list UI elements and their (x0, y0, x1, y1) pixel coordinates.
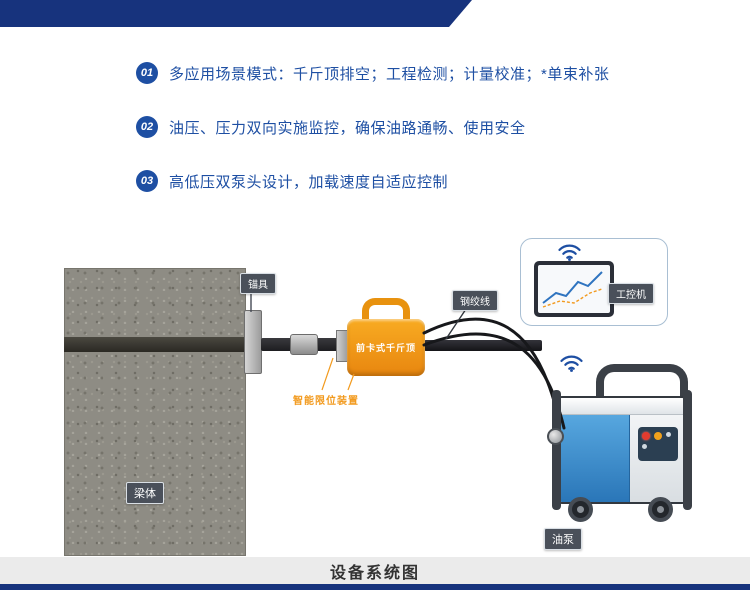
pump-control-panel (637, 427, 678, 461)
pump-tank (558, 415, 630, 502)
wifi-signal-icon (560, 355, 583, 372)
jack-label: 前卡式千斤顶 (355, 343, 416, 353)
coupler (290, 334, 318, 355)
oil-pump-body (556, 396, 688, 504)
limit-device-label: 智能限位装置 (293, 396, 359, 407)
strand-label: 钢绞线 (452, 290, 498, 311)
feature-row-2: 02 油压、压力双向实施监控，确保油路通畅、使用安全 (136, 116, 526, 138)
beam-label: 梁体 (126, 482, 164, 504)
industrial-computer (534, 261, 614, 317)
footer-caption: 设备系统图 (329, 564, 420, 582)
footer-band: 设备系统图 (0, 557, 750, 584)
jack-handle (362, 298, 410, 325)
pump-side-panel (629, 415, 686, 502)
anchor-plate (244, 310, 262, 374)
feature-text: 油压、压力双向实施监控，确保油路通畅、使用安全 (169, 119, 526, 137)
beam-block (64, 268, 246, 556)
tendon-duct (64, 337, 246, 352)
feature-row-3: 03 高低压双泵头设计，加载速度自适应控制 (136, 170, 448, 192)
wifi-signal-icon (558, 244, 581, 261)
industrial-computer-label: 工控机 (608, 283, 654, 304)
indicator-light (641, 444, 647, 449)
feature-number-badge: 02 (136, 116, 158, 138)
mode-button (653, 432, 662, 440)
feature-text: 多应用场景模式：千斤顶排空；工程检测；计量校准；*单束补张 (169, 65, 610, 83)
jack-body: 前卡式千斤顶 (347, 319, 425, 376)
feature-text: 高低压双泵头设计，加载速度自适应控制 (169, 173, 449, 191)
pump-frame-right (683, 390, 692, 510)
wheel-left (568, 497, 593, 522)
power-button (641, 432, 650, 440)
indicator-light (665, 432, 671, 437)
oil-pump-label: 油泵 (544, 528, 582, 550)
strand-rod-right (424, 340, 542, 351)
tablet-screen (538, 265, 610, 313)
pump-top-cap (558, 398, 686, 415)
screen-chart (542, 271, 603, 308)
pump-frame-left (552, 390, 561, 510)
wheel-right (648, 497, 673, 522)
feature-row-1: 01 多应用场景模式：千斤顶排空；工程检测；计量校准；*单束补张 (136, 62, 609, 84)
anchor-label: 锚具 (240, 273, 276, 294)
hose-connector (547, 428, 564, 445)
top-ribbon (0, 0, 472, 27)
feature-number-badge: 03 (136, 170, 158, 192)
feature-number-badge: 01 (136, 62, 158, 84)
bottom-bar (0, 584, 750, 590)
pump-handle (596, 364, 688, 400)
